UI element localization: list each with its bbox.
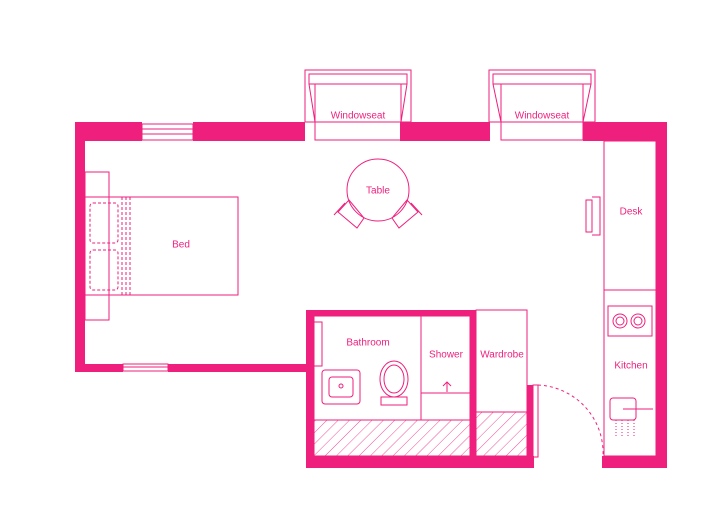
- bed-label: Bed: [172, 240, 190, 251]
- entry-door: [532, 384, 604, 458]
- windowseat-right-label: Windowseat: [515, 111, 570, 122]
- desk-label: Desk: [620, 207, 644, 218]
- hatched-floor: [313, 411, 528, 457]
- bathroom: [313, 315, 422, 421]
- table-label: Table: [366, 186, 390, 197]
- table: [333, 158, 423, 229]
- walls: [75, 122, 667, 468]
- shower-label: Shower: [429, 350, 464, 361]
- windowseat-left-label: Windowseat: [331, 111, 386, 122]
- windowseat-left: [304, 69, 412, 141]
- wardrobe-label: Wardrobe: [480, 350, 524, 361]
- kitchen-label: Kitchen: [614, 361, 647, 372]
- windows: [122, 123, 194, 372]
- bathroom-label: Bathroom: [346, 338, 389, 349]
- shower: [420, 315, 471, 421]
- kitchen: [603, 289, 657, 457]
- bed: [84, 171, 239, 321]
- windowseat-right: [488, 69, 596, 141]
